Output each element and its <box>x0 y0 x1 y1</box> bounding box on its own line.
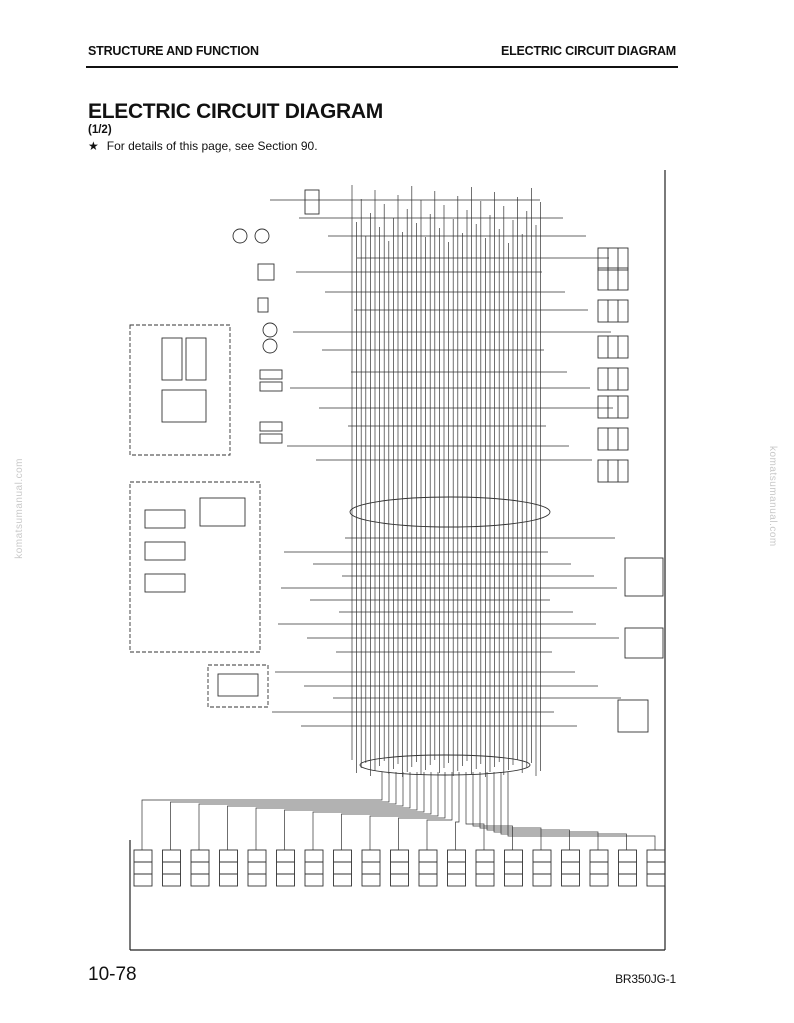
star-icon: ★ <box>88 139 99 153</box>
watermark-right: komatsumanual.com <box>767 446 778 547</box>
running-header-right: ELECTRIC CIRCUIT DIAGRAM <box>500 44 676 58</box>
controller-box-2 <box>129 481 261 653</box>
bundle-markers <box>349 496 551 776</box>
controller-box-1 <box>129 324 231 456</box>
bottom-switch-connectors <box>133 849 666 887</box>
cable-connector-box <box>207 664 269 708</box>
part-indicator: (1/2) <box>88 124 112 136</box>
watermark-left: komatsumanual.com <box>14 458 25 559</box>
section-note: ★ For details of this page, see Section 9… <box>88 139 318 153</box>
circuit-diagram <box>129 170 666 951</box>
upper-components <box>232 189 320 444</box>
page-number: 10-78 <box>88 964 137 985</box>
running-header-left: STRUCTURE AND FUNCTION <box>88 44 259 58</box>
wire-harness <box>351 185 541 777</box>
relay-blocks <box>617 557 664 733</box>
branch-wires <box>141 199 656 850</box>
section-note-text: For details of this page, see Section 90… <box>106 139 318 153</box>
page-title: ELECTRIC CIRCUIT DIAGRAM <box>88 100 383 123</box>
right-connectors <box>597 247 629 483</box>
model-code: BR350JG-1 <box>615 972 676 986</box>
header-rule <box>86 66 678 68</box>
diagram-frame <box>129 170 666 951</box>
